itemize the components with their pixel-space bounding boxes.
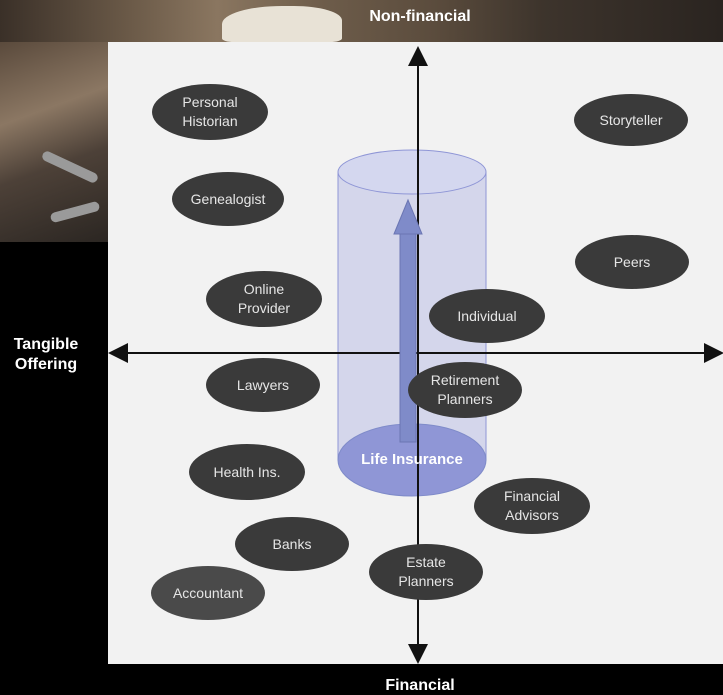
bubble-estate-planners: Estate Planners: [369, 544, 483, 600]
axis-label-bottom: Financial: [385, 677, 455, 694]
background-photo: [0, 0, 723, 42]
bubble-retirement-planners: Retirement Planners: [408, 362, 522, 418]
axis-label-left: Tangible Offering: [13, 336, 79, 373]
axis-label-top: Non-financial: [369, 8, 471, 25]
shoe-image: [222, 6, 342, 42]
bubble-financial-advisors: Financial Advisors: [474, 478, 590, 534]
background-photo-side: [0, 42, 108, 242]
bubble-health-insurance: Health Ins.: [189, 444, 305, 500]
bubble-banks: Banks: [235, 517, 349, 571]
bubble-storyteller: Storyteller: [574, 94, 688, 146]
bubble-accountant: Accountant: [151, 566, 265, 620]
bubble-lawyers: Lawyers: [206, 358, 320, 412]
life-insurance-label: Life Insurance: [361, 451, 463, 468]
bubble-peers: Peers: [575, 235, 689, 289]
bubble-personal-historian: Personal Historian: [152, 84, 268, 140]
bubble-individual: Individual: [429, 289, 545, 343]
bubble-genealogist: Genealogist: [172, 172, 284, 226]
bubble-online-provider: Online Provider: [206, 271, 322, 327]
